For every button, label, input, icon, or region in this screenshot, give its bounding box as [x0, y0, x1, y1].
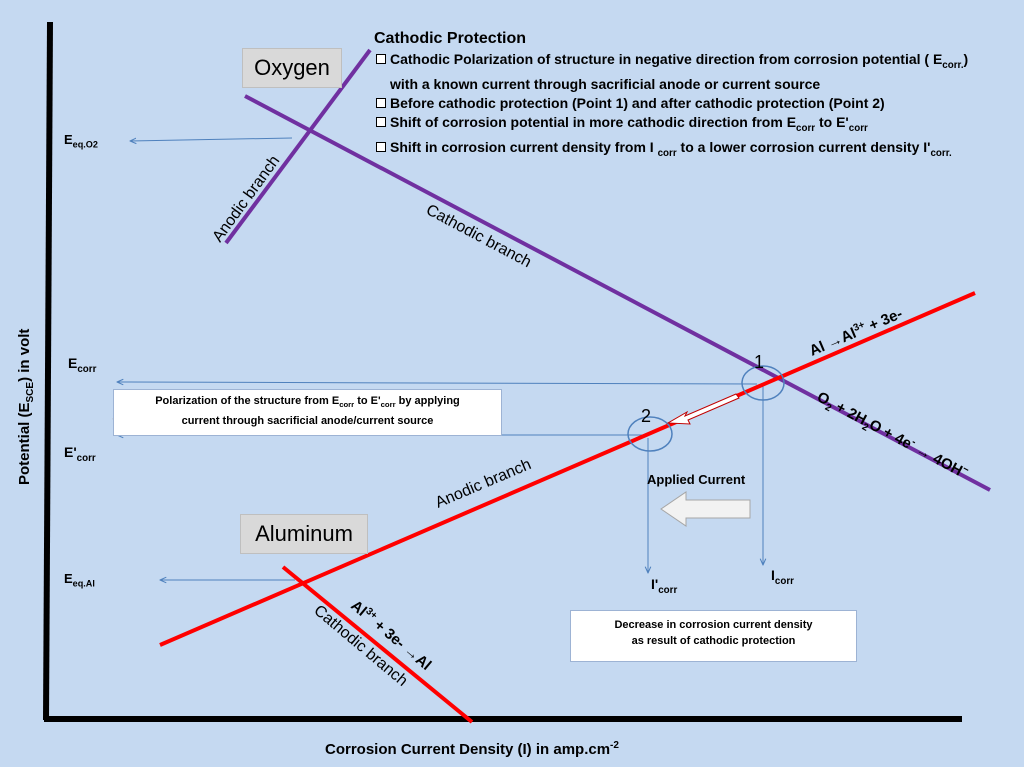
ecorr-arrow — [117, 382, 758, 384]
aluminum-anodic-line — [159, 291, 976, 647]
e-eq-al-label: Eeq.Al — [64, 571, 95, 589]
applied-current-arrow — [660, 491, 751, 527]
point-1-circle — [741, 365, 785, 401]
panel-title: Cathodic Protection — [374, 30, 527, 47]
applied-current-label: Applied Current — [647, 472, 746, 487]
oxygen-anodic-line — [224, 48, 372, 245]
y-axis — [43, 21, 53, 721]
panel-bullet-2: Before cathodic protection (Point 1) and… — [374, 94, 1019, 113]
decrease-note: Decrease in corrosion current density as… — [570, 610, 857, 662]
panel-bullet-4: Shift in corrosion current density from … — [374, 138, 1019, 163]
eq-o2-arrow — [130, 137, 293, 141]
polarization-note: Polarization of the structure from Ecorr… — [113, 389, 502, 436]
point-2-label: 2 — [641, 406, 652, 426]
panel-bullet-3: Shift of corrosion potential in more cat… — [374, 113, 1019, 138]
oxygen-cathodic-label: Cathodic branch — [423, 202, 534, 272]
checkbox-icon — [376, 141, 386, 152]
y-axis-title: Potential (ESCE) in volt — [16, 329, 36, 485]
e-corr-prime-label: E'corr — [64, 444, 96, 464]
checkbox-icon — [376, 116, 386, 127]
aluminum-cathodic-line — [281, 565, 474, 724]
polarization-arrow — [666, 393, 740, 425]
panel-bullet-1-cont: with a known current through sacrificial… — [390, 75, 821, 92]
checkbox-icon — [376, 54, 386, 64]
i-corr-label: Icorr — [771, 567, 794, 587]
aluminum-box: Aluminum — [240, 514, 368, 554]
e-eq-o2-label: Eeq.O2 — [64, 132, 98, 150]
x-axis-title: Corrosion Current Density (I) in amp.cm-… — [325, 740, 619, 758]
oxygen-cathodic-line — [244, 94, 991, 492]
point-1-label: 1 — [754, 352, 765, 372]
checkbox-icon — [376, 97, 386, 108]
al-oxidation-reaction: Al →Al3+ + 3e- — [807, 304, 905, 359]
e-corr-label: Ecorr — [68, 355, 97, 375]
oxygen-reduction-reaction: O2 + 2H2O + 4e- → 4OH− — [813, 388, 971, 485]
i-corr-prime-label: I'corr — [651, 576, 678, 596]
point-2-circle — [627, 416, 673, 452]
cathodic-protection-panel: Cathodic Protection Cathodic Polarizatio… — [374, 30, 1019, 162]
oxygen-box: Oxygen — [242, 48, 342, 88]
oxygen-anodic-label: Anodic branch — [209, 153, 283, 246]
panel-bullet-1: Cathodic Polarization of structure in ne… — [374, 50, 1019, 75]
